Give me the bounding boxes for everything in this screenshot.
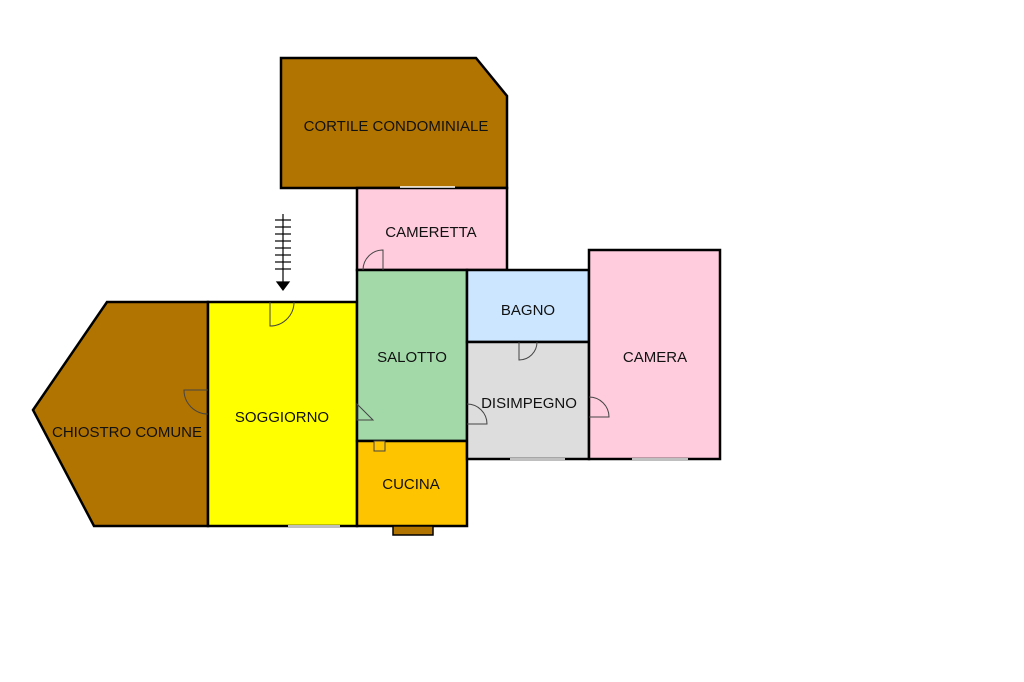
room-camera[interactable]: CAMERA	[587, 248, 722, 461]
door-soggiorno-entrance-icon	[269, 301, 295, 327]
door-salotto-cameretta-icon	[362, 249, 384, 271]
door-salotto-disimpegno-icon	[466, 403, 488, 425]
door-soggiorno-salotto-icon	[356, 402, 375, 421]
room-cameretta[interactable]: CAMERETTA	[355, 186, 509, 272]
window-marks	[288, 186, 688, 527]
door-bagno-disimpegno-icon	[518, 341, 538, 361]
door-salotto-cucina-icon	[373, 440, 386, 452]
room-label-cameretta: CAMERETTA	[385, 224, 476, 241]
room-label-soggiorno: SOGGIORNO	[235, 409, 329, 426]
room-disimpegno[interactable]: DISIMPEGNO	[465, 340, 591, 461]
door-chiostro-soggiorno-icon	[183, 389, 209, 415]
cucina-window-sill	[392, 525, 434, 536]
door-disimpegno-camera-icon	[588, 396, 610, 418]
room-label-camera: CAMERA	[623, 349, 687, 366]
room-label-disimpegno: DISIMPEGNO	[481, 395, 577, 412]
room-salotto[interactable]: SALOTTO	[355, 268, 469, 443]
room-cortile-condominiale[interactable]: CORTILE CONDOMINIALE	[279, 56, 509, 190]
entrance-arrow-icon	[275, 214, 291, 291]
room-bagno[interactable]: BAGNO	[465, 268, 591, 344]
room-chiostro-comune[interactable]: CHIOSTRO COMUNE	[31, 300, 210, 528]
room-label-chiostro: CHIOSTRO COMUNE	[52, 424, 202, 441]
room-soggiorno[interactable]: SOGGIORNO	[206, 300, 359, 528]
room-label-cucina: CUCINA	[382, 476, 440, 493]
room-cucina[interactable]: CUCINA	[355, 439, 469, 528]
room-label-salotto: SALOTTO	[377, 349, 447, 366]
room-label-bagno: BAGNO	[501, 302, 555, 319]
room-label-cortile: CORTILE CONDOMINIALE	[304, 118, 489, 135]
